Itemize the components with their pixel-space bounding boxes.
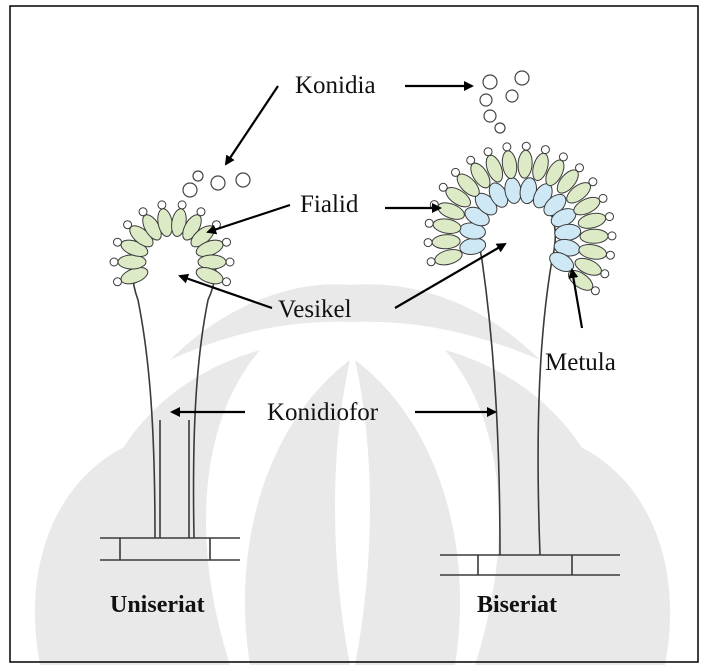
conidium-cell [424, 239, 432, 247]
label-konidia: Konidia [295, 72, 376, 99]
biseriat-conidia [480, 71, 529, 133]
conidium-cell [541, 146, 549, 154]
conidium-cell [178, 201, 186, 209]
conidium-cell [139, 208, 147, 216]
conidium-cell [110, 258, 118, 266]
conidium-cell [197, 208, 205, 216]
conidium-cell [223, 278, 231, 286]
conidium-cell [223, 238, 231, 246]
biseriat-phialides [424, 142, 616, 295]
label-metula: Metula [545, 349, 616, 376]
conidium-cell [608, 232, 616, 240]
uniseriat-conidia [183, 171, 250, 197]
conidium-cell [591, 287, 599, 295]
conidium-cell [484, 148, 492, 156]
phialide-cell [118, 255, 146, 269]
label-konidiofor: Konidiofor [267, 399, 379, 426]
conidium-cell [467, 156, 475, 164]
uniseriat-phialides [110, 201, 234, 287]
conidium-cell [576, 164, 584, 172]
phialide-cell [432, 234, 461, 249]
conidium-cell [226, 258, 234, 266]
conidium-cell [427, 258, 435, 266]
label-fialid: Fialid [300, 191, 359, 218]
arrow-fialid-left [208, 205, 290, 232]
conidium-cell [599, 194, 607, 202]
phialide-cell [433, 247, 464, 268]
conidium-cell [503, 143, 511, 151]
conidium-cell [425, 219, 433, 227]
conidium-cell [158, 201, 166, 209]
conidium-cell [124, 221, 132, 229]
arrow-konidia-left [226, 86, 278, 164]
conidium-cell [601, 270, 609, 278]
conidium-cell [114, 278, 122, 286]
phialide-cell [580, 229, 608, 244]
conidium-cell [114, 238, 122, 246]
caption-uniseriat: Uniseriat [110, 592, 205, 618]
phialide-cell [501, 150, 519, 180]
conidium-cell [606, 251, 614, 259]
conidium-cell [559, 153, 567, 161]
conidium-cell [439, 183, 447, 191]
conidium-cell [606, 213, 614, 221]
conidium-cell [522, 142, 530, 150]
phialide-cell [198, 255, 226, 269]
phialide-cell [517, 150, 533, 179]
conidium-cell [589, 178, 597, 186]
caption-biseriat: Biseriat [477, 592, 557, 618]
label-vesikel: Vesikel [278, 296, 352, 323]
conidium-cell [452, 168, 460, 176]
